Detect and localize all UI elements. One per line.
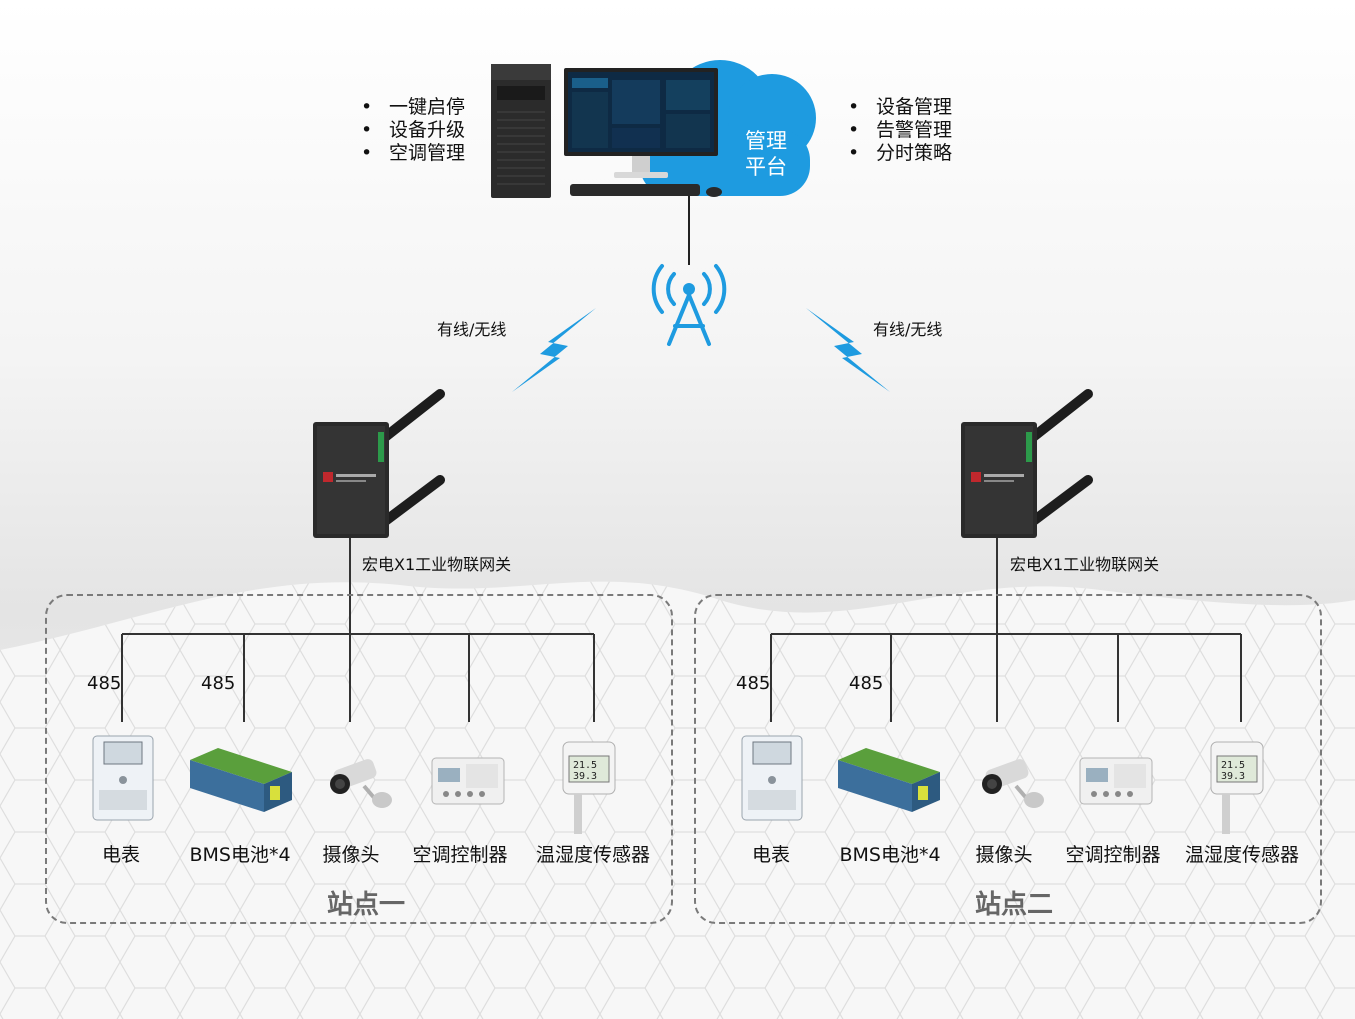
site-1-meter-port-label: 485 (87, 673, 122, 694)
site-1-temp-humidity-sensor-icon: 21.5 39.3 (562, 741, 616, 834)
right-link-label: 有线/无线 (873, 320, 943, 339)
site-2-meter-icon (741, 735, 803, 821)
site-1-bus (121, 538, 595, 722)
site-2-ac-controller-icon (1079, 757, 1153, 805)
svg-text:39.3: 39.3 (1221, 771, 1245, 782)
right-lightning-icon (806, 308, 890, 392)
site-2-camera-icon (982, 759, 1044, 808)
site-1-ac-controller-icon (431, 757, 505, 805)
site-1-meter-icon (92, 735, 154, 821)
site-2-container (694, 594, 1322, 924)
site-1-device-label-ac-controller: 空调控制器 (412, 844, 508, 866)
right-feature-item: 设备管理 (848, 96, 952, 119)
site-2-device-label-ac-controller: 空调控制器 (1065, 844, 1161, 866)
svg-text:39.3: 39.3 (573, 771, 597, 782)
site-2-device-label-camera: 摄像头 (975, 844, 1033, 866)
gateway-1-label: 宏电X1工业物联网关 (362, 555, 512, 574)
site-1-battery-port-label: 485 (201, 673, 236, 694)
site-1-container (45, 594, 673, 924)
site-1-title: 站点一 (326, 890, 406, 920)
left-feature-list: 一键启停 设备升级 空调管理 (361, 96, 465, 165)
site-2-bus (770, 538, 1242, 722)
site-2-battery-port-label: 485 (849, 673, 884, 694)
site-2-device-label-sensor: 温湿度传感器 (1184, 844, 1300, 866)
gateway-2-device-icon (961, 389, 1093, 538)
pc-tower-icon (491, 64, 551, 198)
site-1-device-label-meter: 电表 (101, 844, 141, 866)
site-1-camera-icon (330, 759, 392, 808)
site-2-title: 站点二 (974, 890, 1054, 920)
site-1-battery-icon (190, 748, 292, 812)
site-2-meter-port-label: 485 (736, 673, 771, 694)
right-feature-item: 告警管理 (848, 119, 952, 142)
left-feature-item: 设备升级 (361, 119, 465, 142)
left-feature-item: 空调管理 (361, 142, 465, 165)
svg-text:21.5: 21.5 (573, 760, 597, 771)
site-1-device-label-camera: 摄像头 (322, 844, 380, 866)
cloud-label-line-2: 平台 (745, 155, 787, 179)
svg-text:21.5: 21.5 (1221, 760, 1245, 771)
site-2-device-label-meter: 电表 (751, 844, 791, 866)
cloud-platform-label: 管理 平台 (736, 128, 796, 180)
site-2-temp-humidity-sensor-icon: 21.5 39.3 (1210, 741, 1264, 834)
cloud-label-line-1: 管理 (745, 129, 787, 153)
left-lightning-icon (512, 308, 596, 392)
gateway-1-device-icon (313, 389, 445, 538)
right-feature-item: 分时策略 (848, 142, 952, 165)
monitor-icon (564, 68, 722, 197)
site-1-device-label-sensor: 温湿度传感器 (535, 844, 651, 866)
site-1-device-label-battery: BMS电池*4 (189, 844, 291, 866)
signal-tower-icon (651, 264, 727, 346)
left-link-label: 有线/无线 (437, 320, 507, 339)
right-feature-list: 设备管理 告警管理 分时策略 (848, 96, 952, 165)
gateway-2-label: 宏电X1工业物联网关 (1010, 555, 1160, 574)
left-feature-item: 一键启停 (361, 96, 465, 119)
site-2-device-label-battery: BMS电池*4 (839, 844, 941, 866)
site-2-battery-icon (838, 748, 940, 812)
